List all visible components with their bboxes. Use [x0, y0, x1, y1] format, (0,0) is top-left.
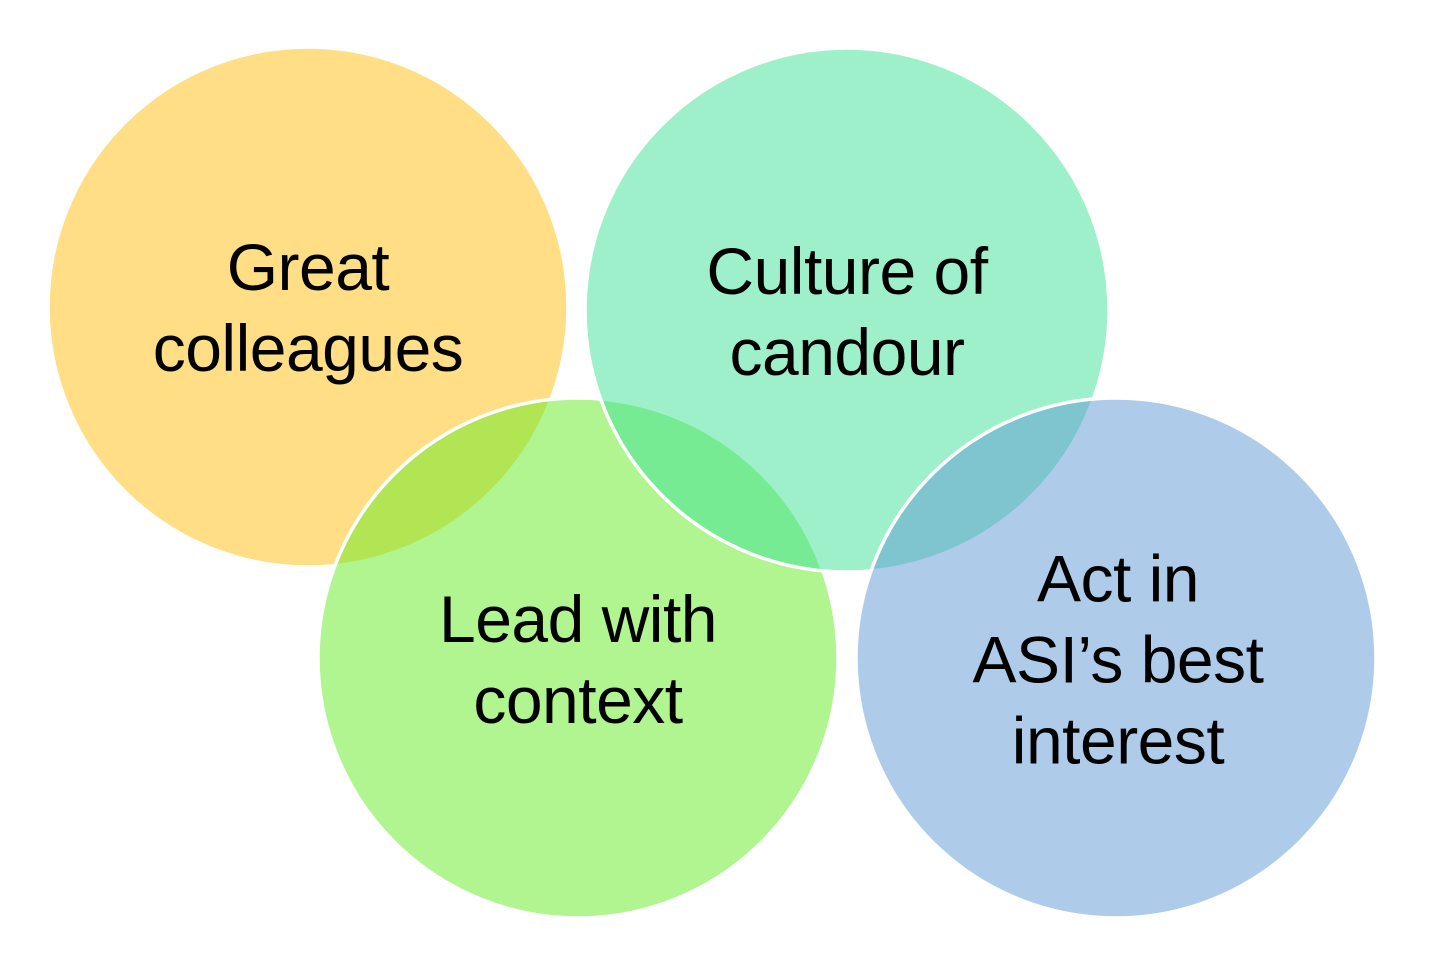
label-culture-of-candour: Culture of candour: [706, 234, 988, 389]
label-great-colleagues: Great colleagues: [152, 230, 464, 385]
label-act-in-asis-best-interest: Act in ASI’s best interest: [972, 541, 1264, 778]
label-lead-with-context: Lead with context: [438, 582, 718, 737]
circle-act-in-asis-best-interest: [854, 396, 1378, 920]
